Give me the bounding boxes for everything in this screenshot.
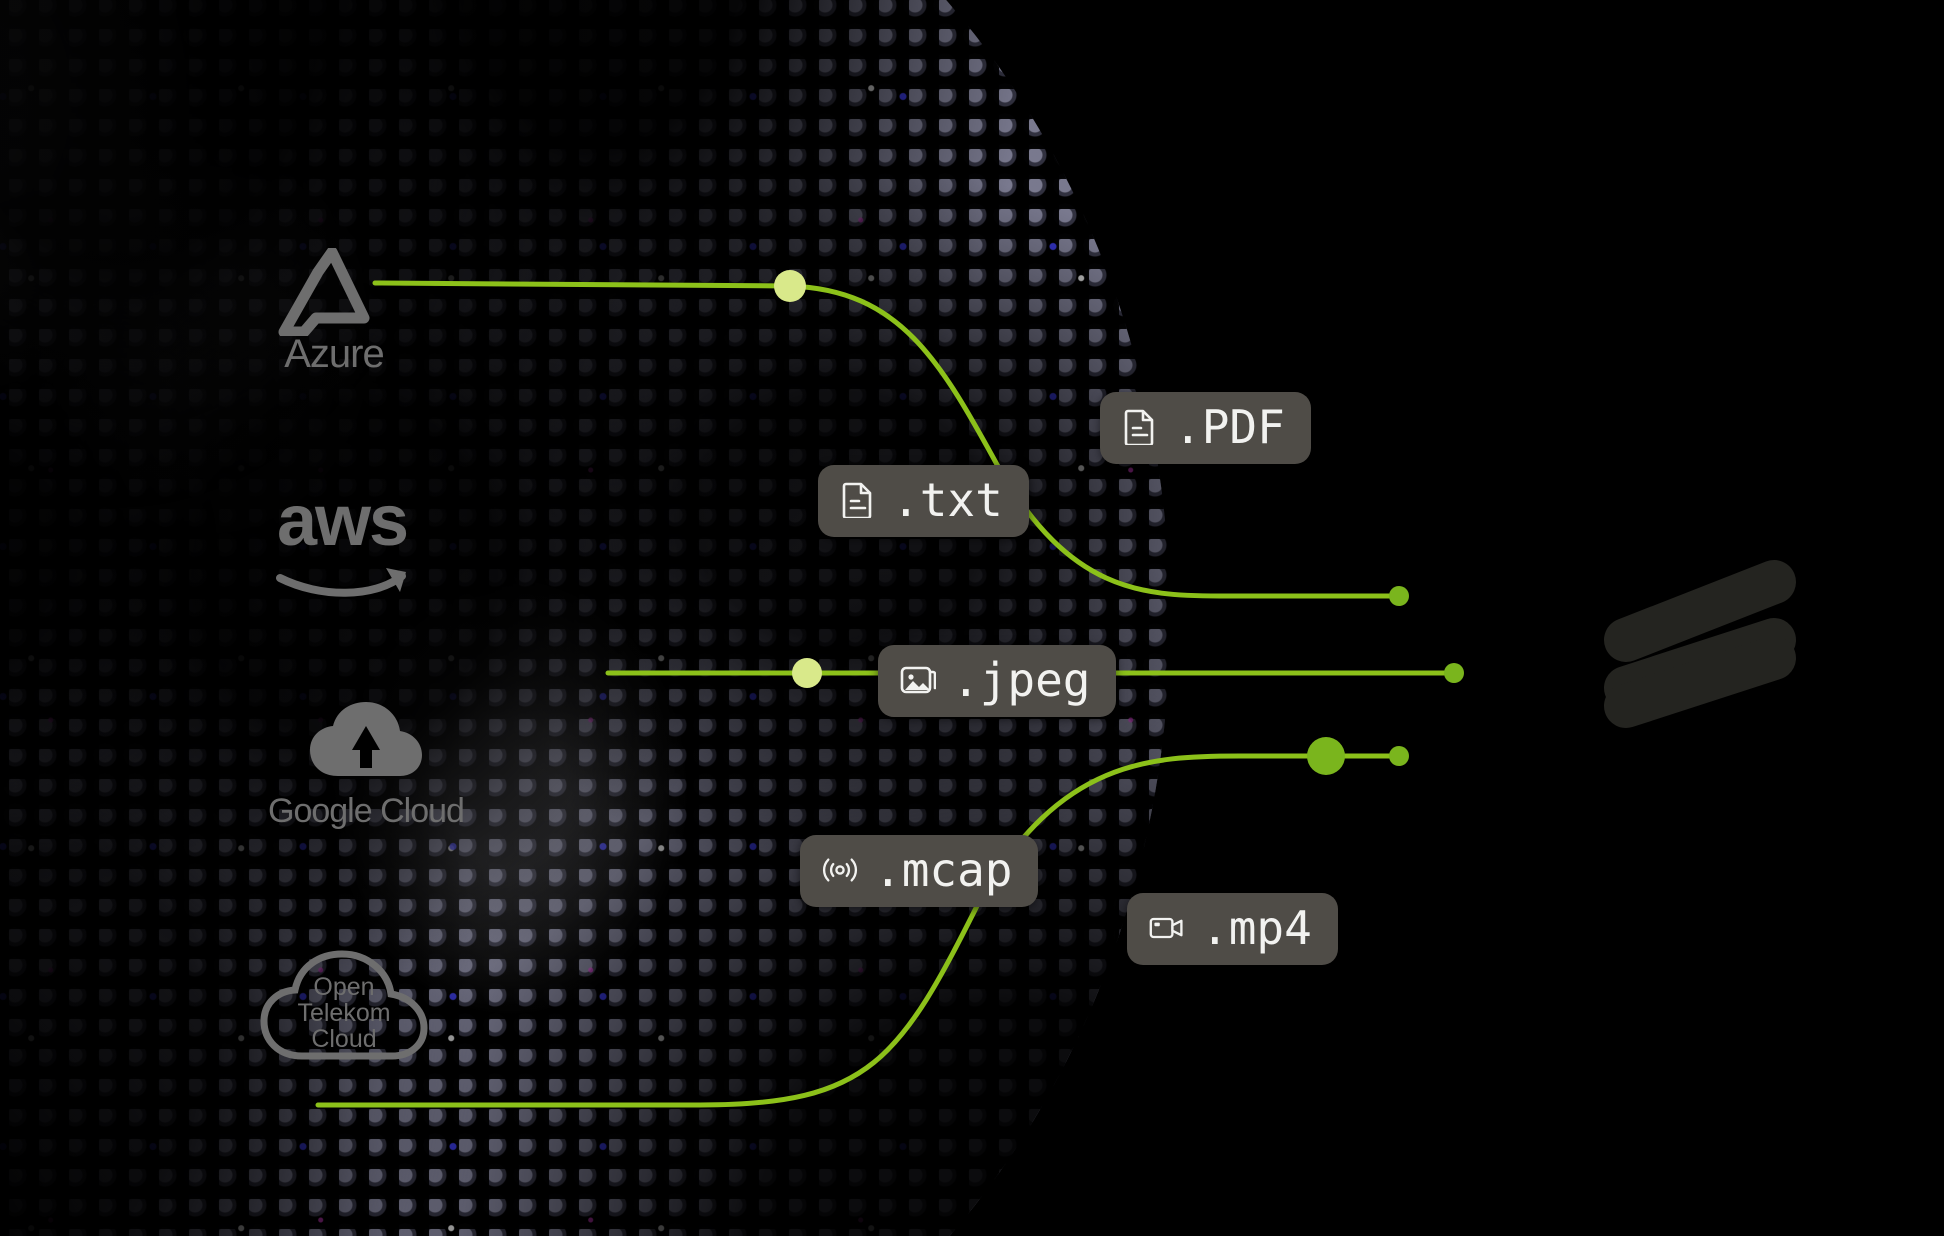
file-type-pill-txt[interactable]: .txt — [818, 465, 1029, 537]
zigzag-logo-icon — [1600, 560, 1800, 746]
file-type-label-jpeg: .jpeg — [952, 653, 1091, 707]
provider-label-aws: aws — [276, 481, 409, 561]
file-type-label-mcap: .mcap — [874, 843, 1013, 897]
document-icon — [1122, 409, 1158, 445]
provider-label-azure: Azure — [284, 332, 384, 376]
file-type-pill-mcap[interactable]: .mcap — [800, 835, 1039, 907]
provider-logo-azure: Azure — [278, 248, 390, 377]
file-type-label-mp4: .mp4 — [1201, 901, 1312, 955]
file-type-pill-mp4[interactable]: .mp4 — [1127, 893, 1338, 965]
file-type-label-pdf: .PDF — [1174, 400, 1285, 454]
file-type-pill-pdf[interactable]: .PDF — [1100, 392, 1311, 464]
brand-logo — [1600, 552, 1800, 742]
google-cloud-logo-icon — [308, 700, 424, 786]
file-type-label-txt: .txt — [892, 473, 1003, 527]
provider-logo-aws: aws — [274, 480, 410, 598]
provider-logo-google-cloud: Google Cloud — [268, 700, 465, 831]
texture-circle-mask — [0, 0, 1170, 1236]
video-icon — [1149, 910, 1185, 946]
image-icon — [900, 662, 936, 698]
aws-logo-icon — [274, 564, 410, 598]
provider-label-open-telekom-cloud: Open Telekom Cloud — [297, 973, 391, 1053]
broadcast-icon — [822, 852, 858, 888]
provider-label-google-cloud: Google Cloud — [268, 792, 465, 830]
document-icon — [840, 482, 876, 518]
open-telekom-cloud-logo-icon: Open Telekom Cloud — [258, 948, 430, 1066]
provider-logo-open-telekom-cloud: Open Telekom Cloud — [258, 948, 430, 1066]
azure-logo-icon — [278, 248, 390, 336]
file-type-pill-jpeg[interactable]: .jpeg — [878, 645, 1117, 717]
texture-shadow-layer — [0, 0, 1170, 1236]
